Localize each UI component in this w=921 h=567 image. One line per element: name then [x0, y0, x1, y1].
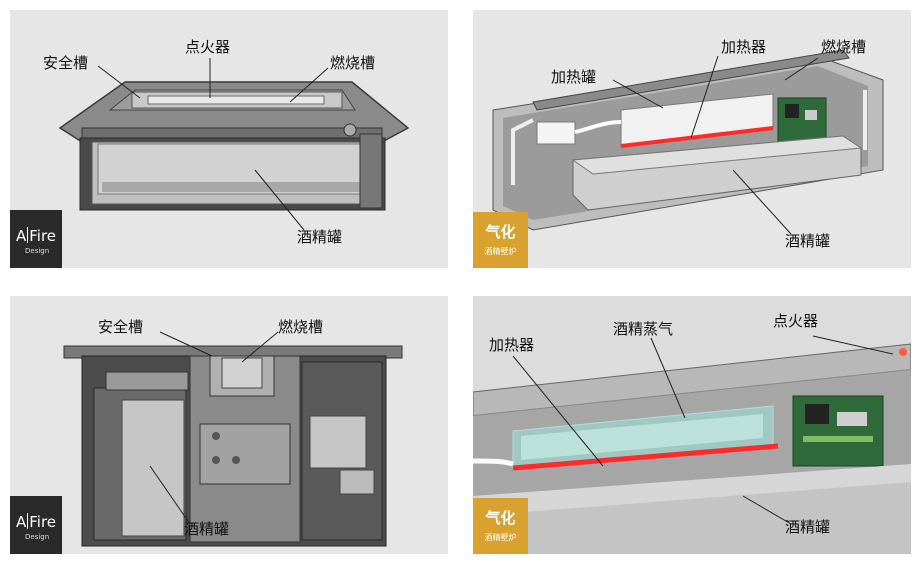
label-safety-groove: 安全槽: [98, 318, 144, 336]
label-alcohol-tank: 酒精罐: [785, 518, 831, 536]
label-alcohol-tank: 酒精罐: [785, 232, 831, 250]
diagram-panel-heating-cutaway: 加热罐 加热器 燃烧槽 酒精罐 气化 酒精壁炉: [473, 10, 911, 268]
label-burner-groove: 燃烧槽: [278, 318, 324, 336]
label-burner-groove: 燃烧槽: [330, 54, 376, 72]
diagram-panel-vapor-closeup: 加热器 酒精蒸气 点火器 酒精罐 气化 酒精壁炉: [473, 296, 911, 554]
vaporizing-fireplace-badge: 气化 酒精壁炉: [473, 498, 528, 554]
label-heater: 加热器: [721, 38, 767, 56]
label-alcohol-tank: 酒精罐: [184, 520, 230, 538]
label-alcohol-tank: 酒精罐: [297, 228, 343, 246]
label-safety-groove: 安全槽: [43, 54, 89, 72]
label-igniter: 点火器: [773, 312, 819, 330]
burner-box-illustration: [58, 58, 410, 231]
vaporizing-fireplace-badge: 气化 酒精壁炉: [473, 212, 528, 268]
vapor-closeup-illustration: [473, 296, 911, 554]
label-burner-groove: 燃烧槽: [821, 38, 867, 56]
cross-section-illustration: [63, 331, 403, 547]
label-alcohol-vapor: 酒精蒸气: [613, 320, 674, 338]
heating-cutaway-illustration: [492, 49, 884, 235]
label-heater: 加热器: [489, 336, 535, 354]
label-igniter: 点火器: [185, 38, 231, 56]
label-heating-tank: 加热罐: [551, 68, 597, 86]
